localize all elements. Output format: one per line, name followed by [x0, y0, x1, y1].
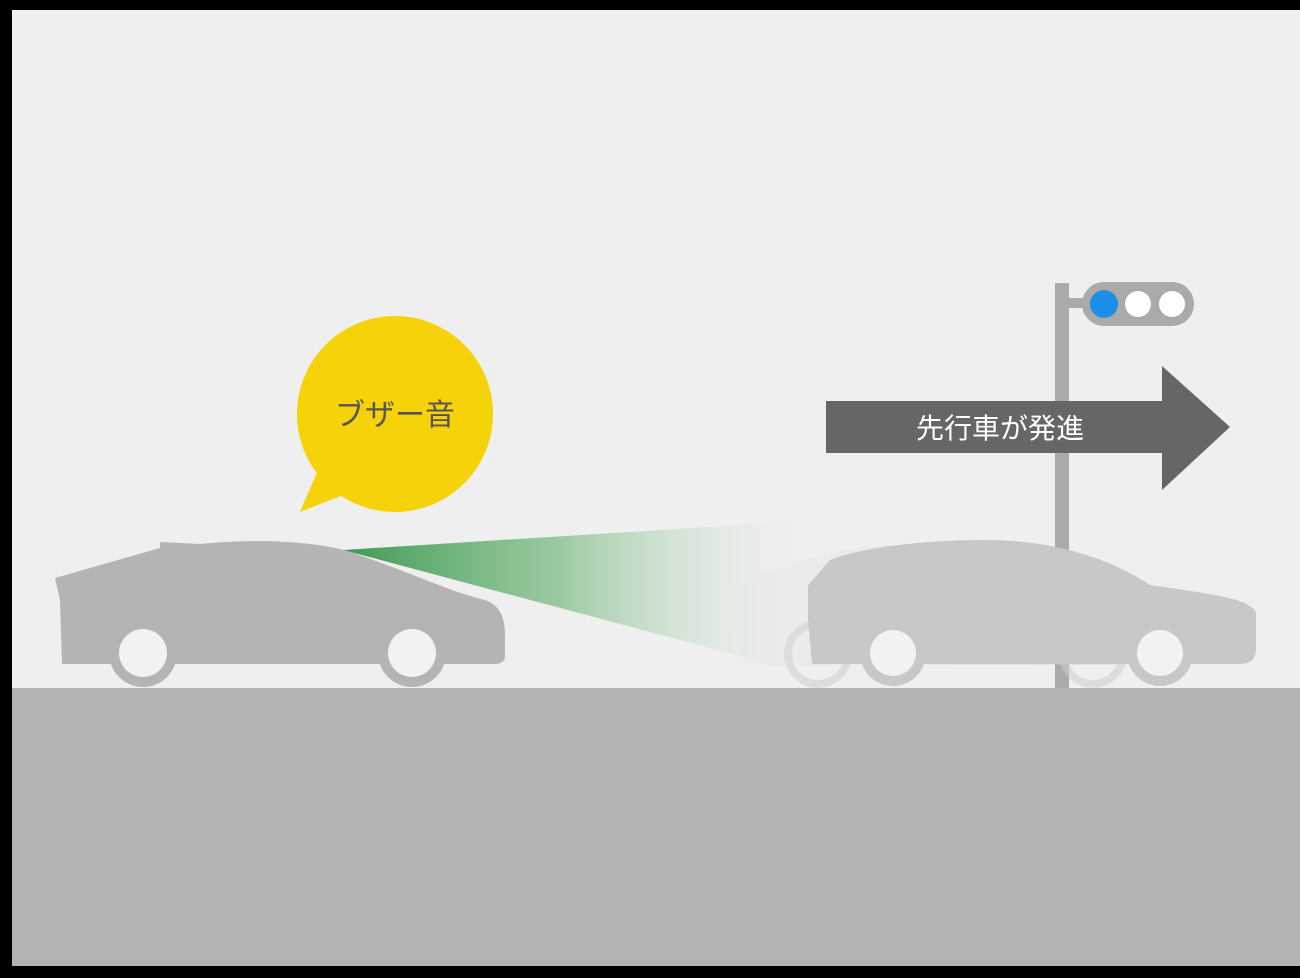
signal-lamp-green [1090, 290, 1118, 318]
road-ground [12, 688, 1300, 966]
buzzer-label: ブザー音 [335, 398, 455, 433]
speech-bubble-icon: ブザー音 [297, 316, 493, 512]
signal-lamp-yellow [1125, 291, 1151, 317]
signal-lamp-red [1159, 291, 1185, 317]
departure-label: 先行車が発進 [916, 412, 1084, 445]
